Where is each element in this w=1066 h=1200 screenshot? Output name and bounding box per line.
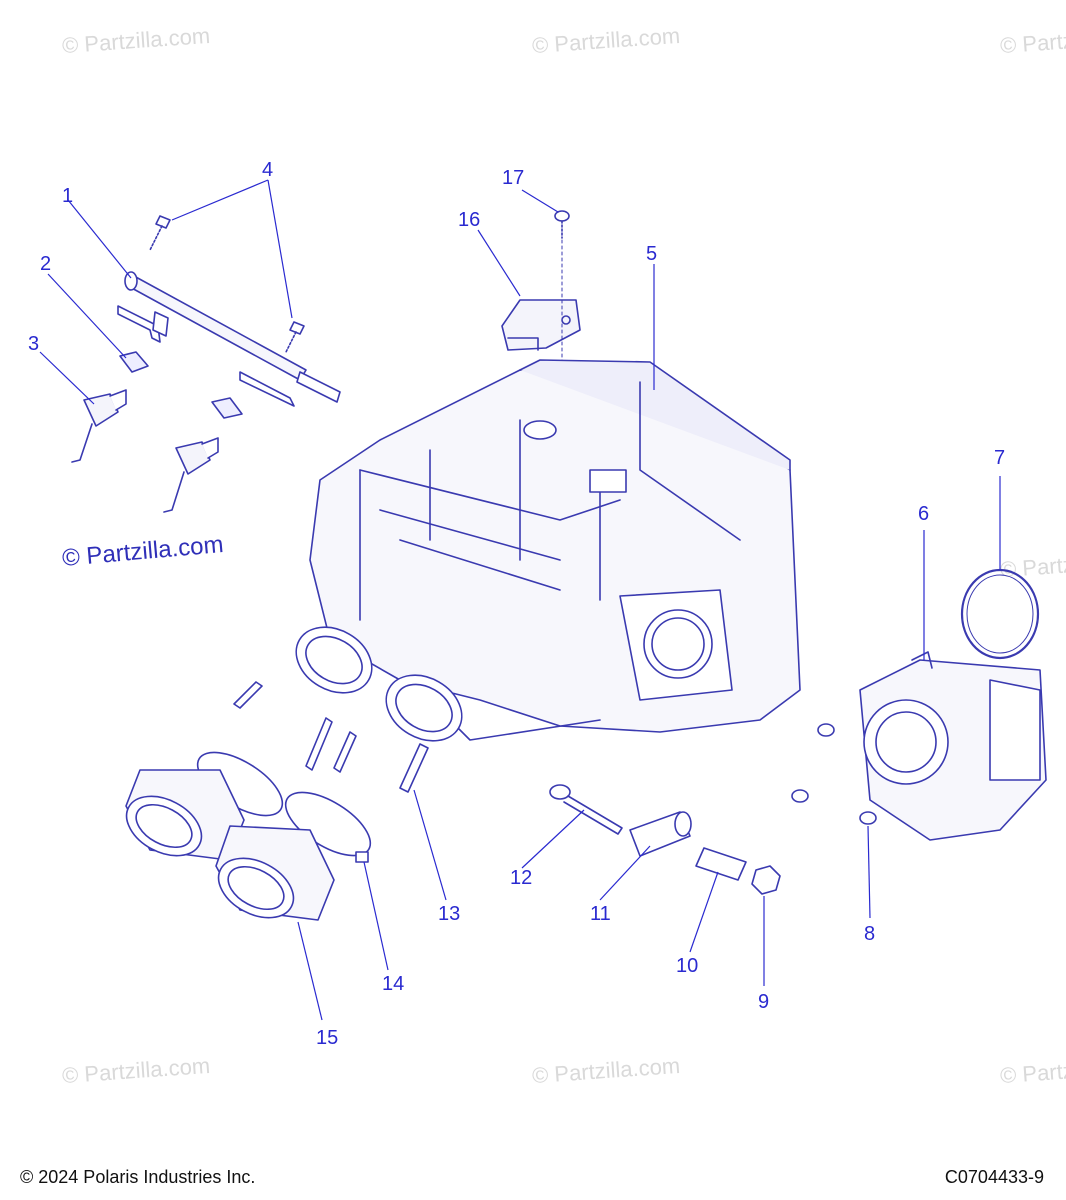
callout-17: 17 xyxy=(502,167,525,189)
callout-6: 6 xyxy=(918,503,930,525)
callout-7: 7 xyxy=(994,447,1006,469)
callout-8: 8 xyxy=(864,923,876,945)
callout-15: 15 xyxy=(316,1027,339,1049)
callout-9: 9 xyxy=(758,991,770,1013)
spacer xyxy=(695,847,747,881)
nut xyxy=(751,865,781,895)
throttle-screws xyxy=(791,723,877,825)
callout-13: 13 xyxy=(438,903,461,925)
runner-outlets xyxy=(295,626,463,742)
throttle-seal xyxy=(960,568,1040,660)
callout-10: 10 xyxy=(676,955,699,977)
map-sensor xyxy=(501,299,581,351)
short-bolts xyxy=(233,681,429,793)
callout-3: 3 xyxy=(28,333,40,355)
rail-bolts xyxy=(149,215,305,353)
callout-12: 12 xyxy=(510,867,533,889)
callout-4: 4 xyxy=(262,159,274,181)
copyright-text: © 2024 Polaris Industries Inc. xyxy=(20,1167,256,1187)
leader-lines xyxy=(39,179,1001,1021)
diagram-code: C0704433-9 xyxy=(944,1167,1044,1187)
callout-1: 1 xyxy=(62,185,74,207)
injector-clips xyxy=(119,351,243,419)
fuel-injectors xyxy=(71,389,219,513)
long-bolt xyxy=(549,784,623,835)
intake-plenum xyxy=(309,359,801,741)
throttle-body xyxy=(859,651,1047,841)
callout-14: 14 xyxy=(382,973,405,995)
fuel-rail xyxy=(117,271,341,407)
callout-5: 5 xyxy=(646,243,658,265)
callout-16: 16 xyxy=(458,209,481,231)
intake-boots xyxy=(125,769,335,921)
callout-11: 11 xyxy=(590,903,611,925)
callout-2: 2 xyxy=(40,253,52,275)
